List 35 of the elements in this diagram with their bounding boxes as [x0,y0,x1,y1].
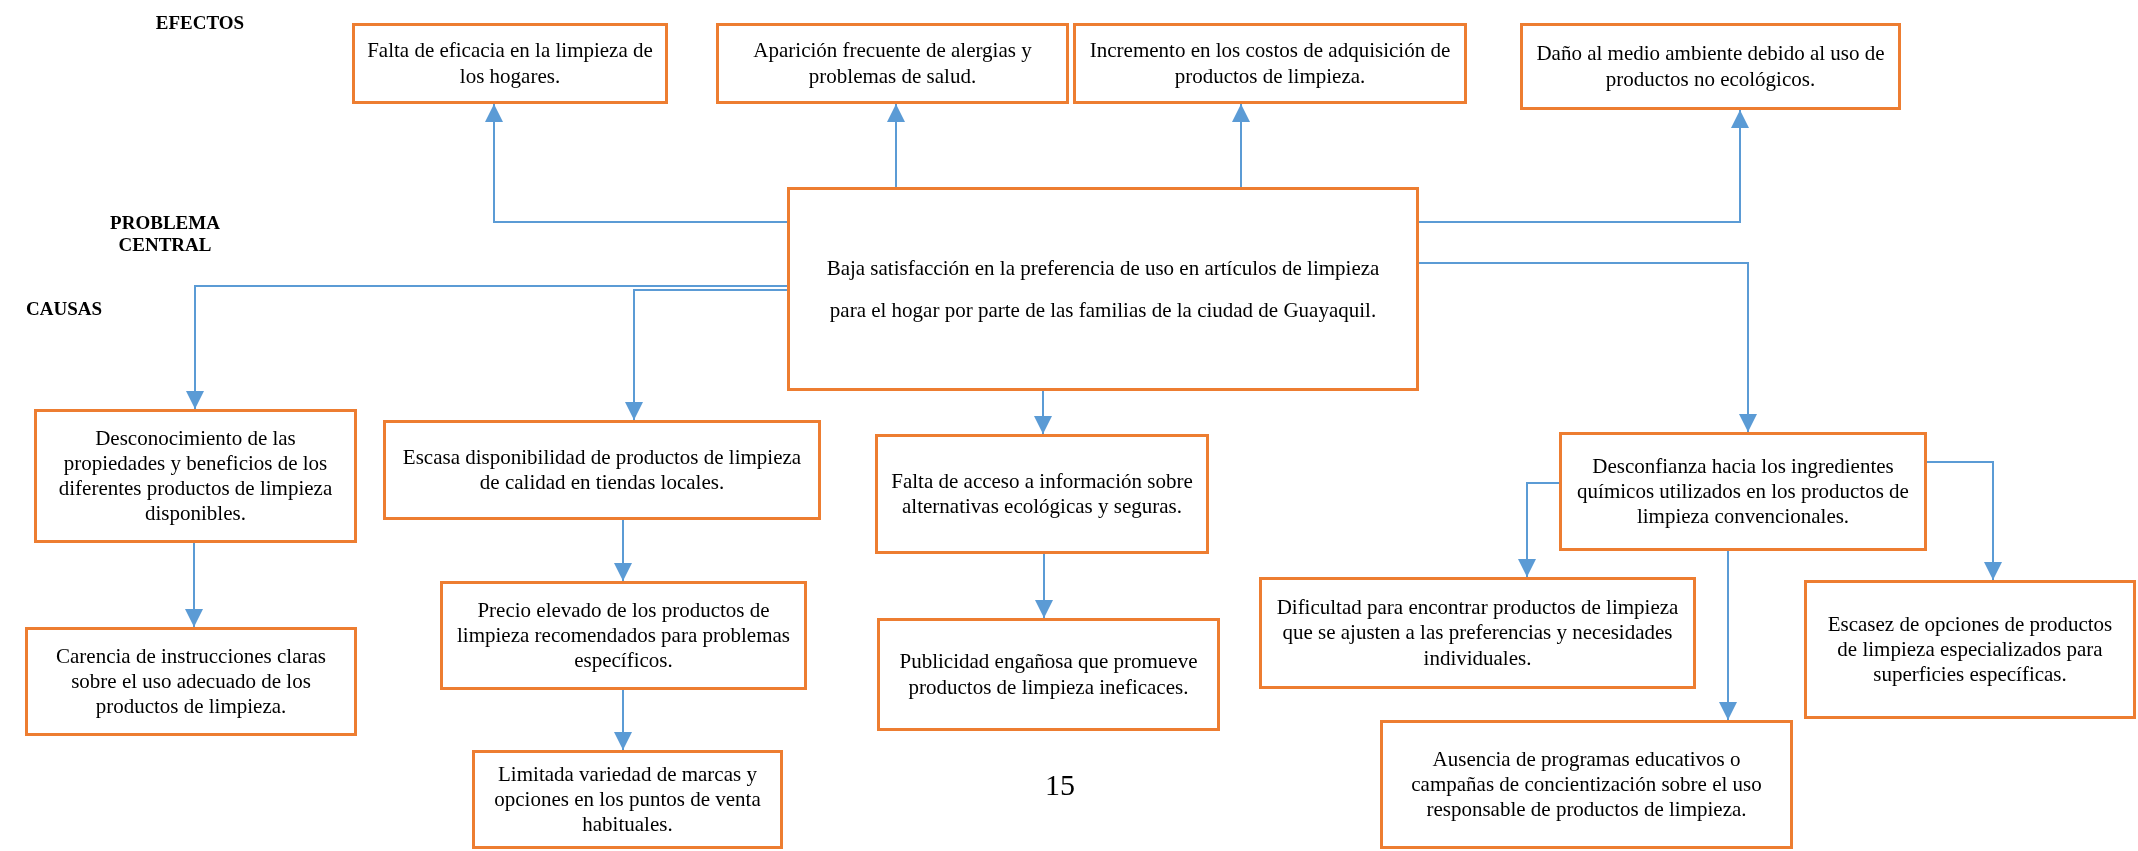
text-box: Incremento en los costos de adquisición de productos de limpieza. [1073,23,1467,104]
text-box: Limitada variedad de marcas y opciones en los puntos de venta habituales. [472,750,783,849]
arrow [1926,461,2002,581]
text-box: Daño al medio ambiente debido al uso de productos no ecológicos. [1520,23,1901,110]
arrow [625,289,788,421]
text-box: Desconfianza hacia los ingredientes químicos utilizados en los productos de limpieza convencionales. [1559,432,1927,551]
text-box: Escasa disponibilidad de productos de limpieza de calidad en tiendas locales. [383,420,821,520]
arrow [1719,550,1737,721]
text-box: Publicidad engañosa que promueve productos de limpieza ineficaces. [877,618,1220,731]
section-heading: PROBLEMA CENTRAL [109,212,221,256]
arrow [1418,109,1749,223]
arrow [1518,482,1560,578]
arrow [1232,103,1250,188]
text-box: Carencia de instrucciones claras sobre el uso adecuado de los productos de limpieza. [25,627,357,736]
arrow [185,542,203,628]
text-box: Falta de eficacia en la limpieza de los hogares. [352,23,668,104]
arrow [614,689,632,751]
arrow [1418,262,1757,433]
text-box: Falta de acceso a información sobre alternativas ecológicas y seguras. [875,434,1209,554]
text-box: Ausencia de programas educativos o campañas de concientización sobre el uso responsable de productos de limpieza. [1380,720,1793,849]
arrow [186,285,788,410]
text-box: Baja satisfacción en la preferencia de uso en artículos de limpieza para el hogar por parte de las familias de la ciudad de Guayaquil. [787,187,1419,391]
text-box: Desconocimiento de las propiedades y beneficios de los diferentes productos de limpieza disponibles. [34,409,357,543]
arrow [887,103,905,188]
arrow [1035,553,1053,619]
page-number: 15 [1044,768,1076,803]
arrow [1034,390,1052,435]
arrow [614,519,632,582]
section-heading: EFECTOS [154,12,246,34]
text-box: Escasez de opciones de productos de limpieza especializados para superficies específicas. [1804,580,2136,719]
arrow [485,103,788,223]
text-box: Aparición frecuente de alergias y problemas de salud. [716,23,1069,104]
section-heading: CAUSAS [25,298,103,320]
text-box: Dificultad para encontrar productos de limpieza que se ajusten a las preferencias y necesidades individuales. [1259,577,1696,689]
text-box: Precio elevado de los productos de limpieza recomendados para problemas específicos. [440,581,807,690]
